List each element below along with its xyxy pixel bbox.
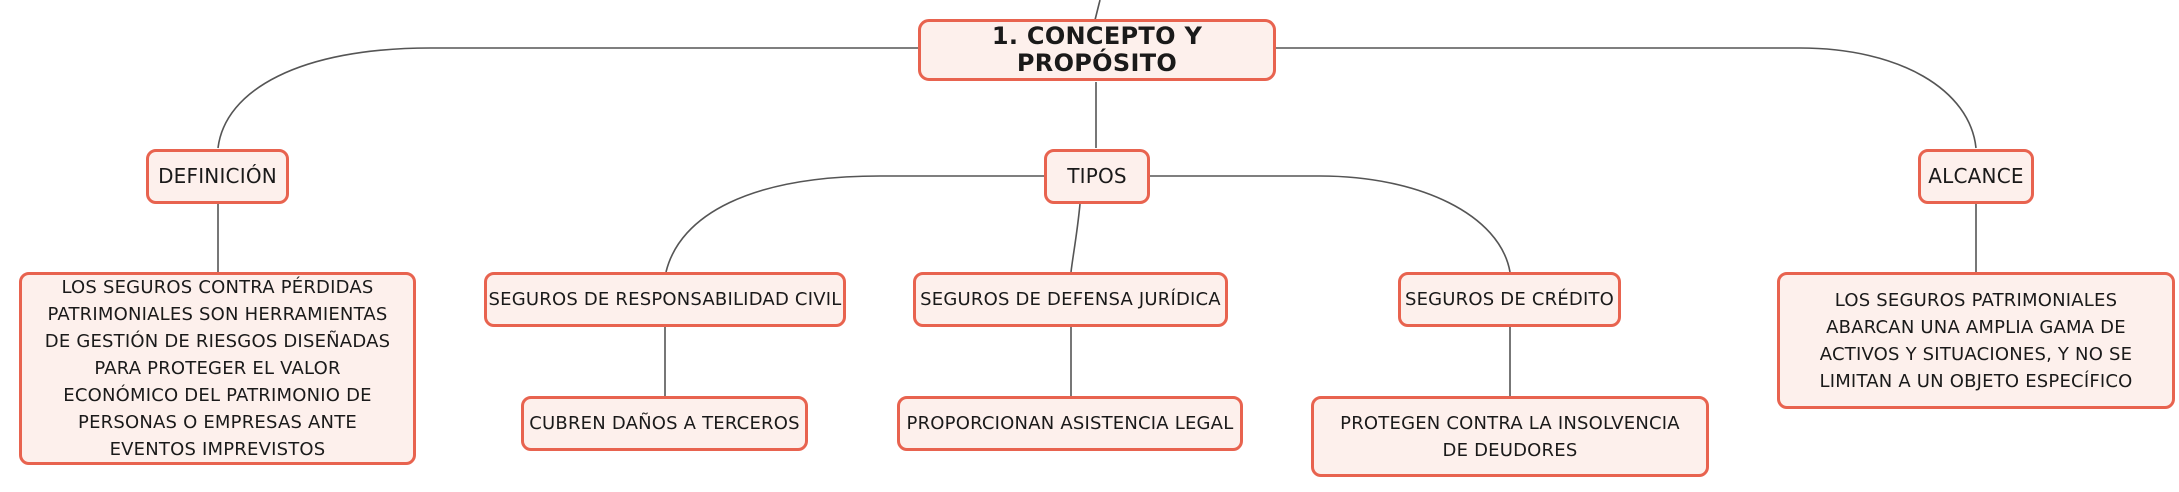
connector-tipos-credito	[1148, 175, 1511, 273]
cubren-danos-label: CUBREN DAÑOS A TERCEROS	[529, 413, 800, 434]
insolvencia-deudores-label: PROTEGEN CONTRA LA INSOLVENCIA DE DEUDOR…	[1340, 412, 1680, 461]
node-asistencia-legal[interactable]: PROPORCIONAN ASISTENCIA LEGAL	[897, 396, 1243, 451]
definicion-text: LOS SEGUROS CONTRA PÉRDIDAS PATRIMONIALE…	[44, 277, 391, 460]
node-definicion[interactable]: DEFINICIÓN	[146, 149, 289, 204]
node-definicion-label: DEFINICIÓN	[158, 164, 277, 188]
asistencia-legal-label: PROPORCIONAN ASISTENCIA LEGAL	[906, 413, 1234, 434]
node-seguros-responsabilidad-civil[interactable]: SEGUROS DE RESPONSABILIDAD CIVIL	[484, 272, 846, 327]
seguros-credito-label: SEGUROS DE CRÉDITO	[1404, 289, 1615, 310]
seguros-rc-label: SEGUROS DE RESPONSABILIDAD CIVIL	[488, 289, 842, 310]
node-seguros-credito[interactable]: SEGUROS DE CRÉDITO	[1398, 272, 1621, 327]
node-alcance[interactable]: ALCANCE	[1918, 149, 2034, 204]
node-definicion-text[interactable]: LOS SEGUROS CONTRA PÉRDIDAS PATRIMONIALE…	[19, 272, 416, 465]
root-node-label: 1. CONCEPTO Y PROPÓSITO	[991, 22, 1203, 77]
connector-root-top	[1094, 0, 1101, 21]
node-seguros-defensa-juridica[interactable]: SEGUROS DE DEFENSA JURÍDICA	[913, 272, 1228, 327]
connector-root-alcance	[1275, 47, 1977, 149]
node-tipos[interactable]: TIPOS	[1044, 149, 1150, 204]
alcance-text: LOS SEGUROS PATRIMONIALES ABARCAN UNA AM…	[1819, 289, 2133, 392]
seguros-dj-label: SEGUROS DE DEFENSA JURÍDICA	[920, 289, 1221, 310]
node-alcance-label: ALCANCE	[1928, 164, 2024, 188]
root-node[interactable]: 1. CONCEPTO Y PROPÓSITO	[918, 19, 1276, 81]
node-tipos-label: TIPOS	[1067, 164, 1127, 188]
connector-tipos-dj	[1070, 203, 1081, 273]
node-alcance-text[interactable]: LOS SEGUROS PATRIMONIALES ABARCAN UNA AM…	[1777, 272, 2175, 409]
connector-tipos-rc	[665, 175, 1045, 273]
node-insolvencia-deudores[interactable]: PROTEGEN CONTRA LA INSOLVENCIA DE DEUDOR…	[1311, 396, 1709, 477]
connector-root-definicion	[217, 47, 918, 149]
node-cubren-danos[interactable]: CUBREN DAÑOS A TERCEROS	[521, 396, 808, 451]
